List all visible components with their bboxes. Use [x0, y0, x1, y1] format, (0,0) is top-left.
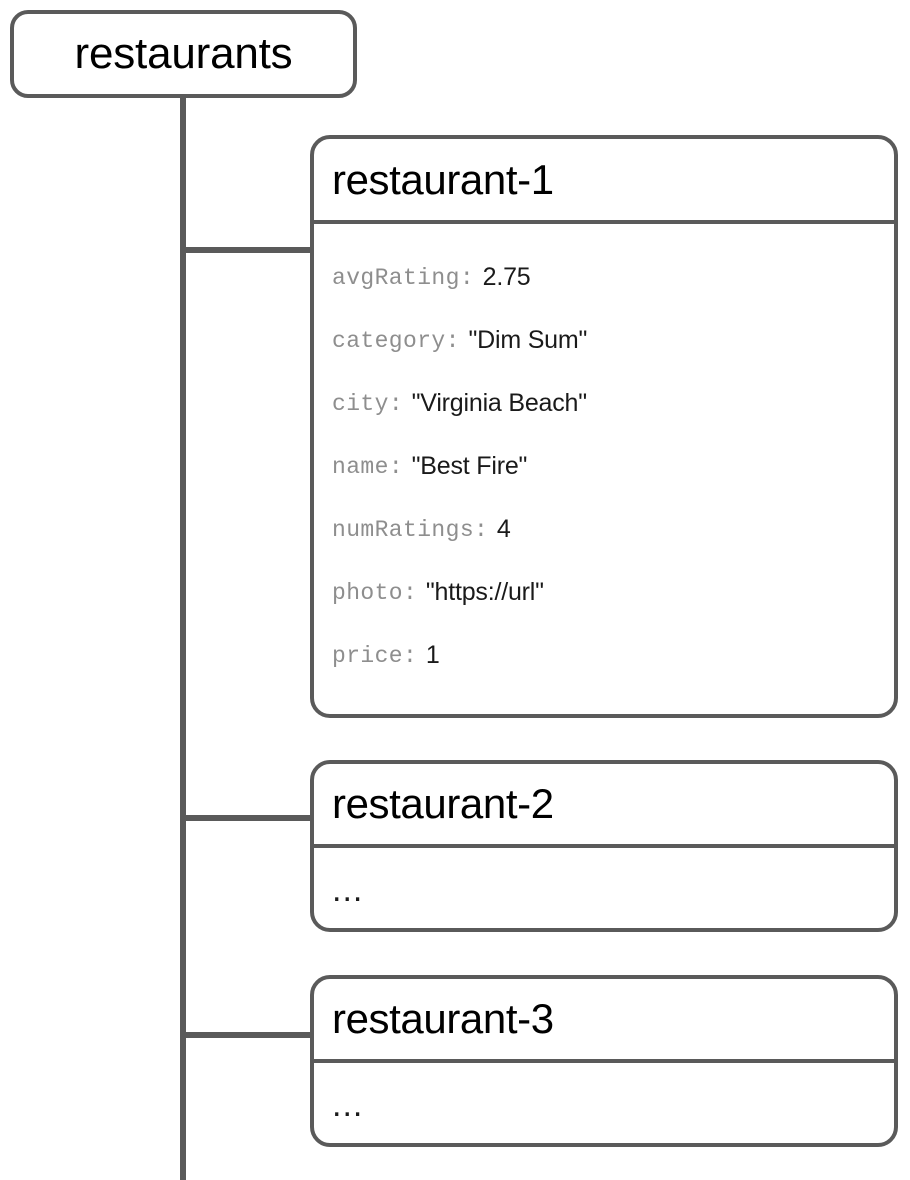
document-card-header: restaurant-3: [314, 979, 894, 1063]
field-separator: :: [403, 642, 417, 669]
field-separator: :: [388, 453, 403, 480]
document-card-body: ...: [314, 1063, 894, 1136]
field-key-city: city: [332, 390, 389, 417]
field-value-price: 1: [425, 641, 440, 669]
collapsed-fields-ellipsis: ...: [332, 1085, 364, 1124]
field-row: ...: [332, 1073, 894, 1136]
field-row: ...: [332, 858, 894, 921]
document-card-restaurant-2[interactable]: restaurant-2 ...: [310, 760, 898, 932]
document-card-body: ...: [314, 848, 894, 921]
field-separator: :: [445, 327, 460, 354]
document-card-restaurant-3[interactable]: restaurant-3 ...: [310, 975, 898, 1147]
document-card-restaurant-1[interactable]: restaurant-1 avgRating : 2.75 category :…: [310, 135, 898, 718]
field-value-name: "Best Fire": [411, 452, 528, 480]
field-value-photo: "https://url": [425, 578, 544, 606]
field-row: avgRating : 2.75: [332, 246, 894, 309]
field-key-avgrating: avgRating: [332, 264, 460, 291]
field-key-photo: photo: [332, 579, 404, 606]
field-row: price : 1: [332, 624, 894, 687]
field-separator: :: [459, 264, 474, 291]
document-id-label: restaurant-1: [332, 155, 554, 203]
field-separator: :: [403, 579, 417, 606]
field-row: name : "Best Fire": [332, 435, 894, 498]
collapsed-fields-ellipsis: ...: [332, 870, 364, 909]
field-row: numRatings : 4: [332, 498, 894, 561]
document-id-label: restaurant-2: [332, 780, 554, 827]
field-separator: :: [474, 516, 488, 543]
field-value-city: "Virginia Beach": [411, 389, 588, 417]
document-card-body: avgRating : 2.75 category : "Dim Sum" ci…: [314, 224, 894, 687]
document-id-label: restaurant-3: [332, 995, 554, 1042]
field-key-category: category: [332, 327, 446, 354]
field-value-numratings: 4: [496, 515, 511, 543]
field-row: city : "Virginia Beach": [332, 372, 894, 435]
document-card-header: restaurant-2: [314, 764, 894, 848]
field-value-avgrating: 2.75: [482, 263, 531, 291]
field-value-category: "Dim Sum": [468, 326, 588, 354]
field-separator: :: [388, 390, 403, 417]
field-row: category : "Dim Sum": [332, 309, 894, 372]
field-row: photo : "https://url": [332, 561, 894, 624]
field-key-price: price: [332, 642, 404, 669]
document-card-header: restaurant-1: [314, 139, 894, 224]
field-key-numratings: numRatings: [332, 516, 475, 543]
root-collection-node[interactable]: restaurants: [10, 10, 357, 98]
root-collection-label: restaurants: [74, 29, 293, 78]
field-key-name: name: [332, 453, 389, 480]
